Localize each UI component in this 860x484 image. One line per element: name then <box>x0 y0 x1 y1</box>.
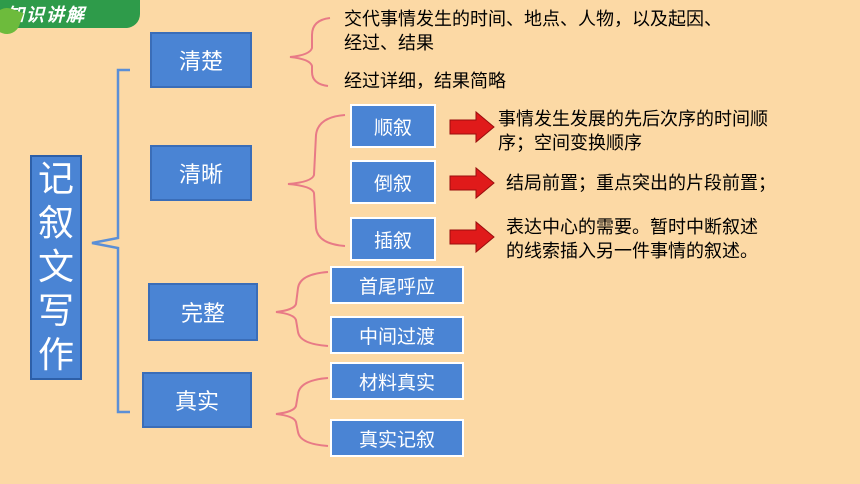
title-char: 记 <box>37 158 74 200</box>
branch-complete-label: 完整 <box>180 302 225 327</box>
lucid-desc-line: 的线索插入另一件事情的叙述。 <box>506 241 758 262</box>
branch-clear-box: 清楚 <box>150 32 252 88</box>
complete-item-label: 中间过渡 <box>358 325 435 348</box>
lucid-item-box: 倒叙 <box>350 160 436 204</box>
true-item-box: 真实记叙 <box>330 419 464 457</box>
complete-item-box: 首尾呼应 <box>330 266 464 304</box>
title-char: 文 <box>37 246 74 288</box>
clear-note-2: 经过详细，结果简略 <box>344 70 506 94</box>
main-brace <box>91 68 130 414</box>
true-item-label: 真实记叙 <box>358 428 435 451</box>
branch-lucid-box: 清晰 <box>150 145 252 201</box>
main-title: 记 叙 文 写 作 <box>30 155 82 380</box>
branch-true-box: 真实 <box>142 372 252 428</box>
branch-complete-box: 完整 <box>148 283 258 341</box>
clear-note-line: 交代事情发生的时间、地点、人物，以及起因、 <box>344 9 722 30</box>
clear-note-1: 交代事情发生的时间、地点、人物，以及起因、 经过、结果 <box>344 8 824 56</box>
arrow-icon-1 <box>449 110 495 144</box>
true-brace <box>275 377 329 447</box>
lucid-desc-line: 结局前置；重点突出的片段前置； <box>506 173 776 194</box>
true-item-label: 材料真实 <box>358 371 435 394</box>
lucid-desc-1: 事情发生发展的先后次序的时间顺 序；空间变换顺序 <box>498 108 838 156</box>
badge-label: 知识讲解 <box>6 5 86 26</box>
clear-note-line: 经过详细，结果简略 <box>344 71 506 92</box>
lucid-desc-line: 序；空间变换顺序 <box>498 133 642 154</box>
branch-lucid-label: 清晰 <box>178 163 223 188</box>
lucid-desc-line: 事情发生发展的先后次序的时间顺 <box>498 109 768 130</box>
lucid-item-box: 顺叙 <box>350 104 436 148</box>
lucid-item-label: 插叙 <box>373 229 412 252</box>
lucid-item-box: 插叙 <box>350 217 436 261</box>
lucid-brace <box>287 114 346 247</box>
lucid-desc-2: 结局前置；重点突出的片段前置； <box>506 172 846 196</box>
arrow-icon-3 <box>449 220 495 254</box>
clear-note-line: 经过、结果 <box>344 33 434 54</box>
true-item-box: 材料真实 <box>330 362 464 400</box>
title-char: 写 <box>37 290 74 332</box>
complete-brace <box>275 271 329 347</box>
clear-brace <box>289 17 331 87</box>
branch-true-label: 真实 <box>174 390 219 415</box>
lucid-item-label: 倒叙 <box>373 172 412 195</box>
lucid-item-label: 顺叙 <box>373 116 412 139</box>
complete-item-box: 中间过渡 <box>330 316 464 354</box>
lucid-desc-line: 表达中心的需要。暂时中断叙述 <box>506 217 758 238</box>
complete-item-label: 首尾呼应 <box>358 275 435 298</box>
branch-clear-label: 清楚 <box>178 50 223 75</box>
lucid-desc-3: 表达中心的需要。暂时中断叙述 的线索插入另一件事情的叙述。 <box>506 216 846 264</box>
title-char: 作 <box>37 334 74 376</box>
arrow-icon-2 <box>449 166 495 200</box>
title-char: 叙 <box>37 202 74 244</box>
